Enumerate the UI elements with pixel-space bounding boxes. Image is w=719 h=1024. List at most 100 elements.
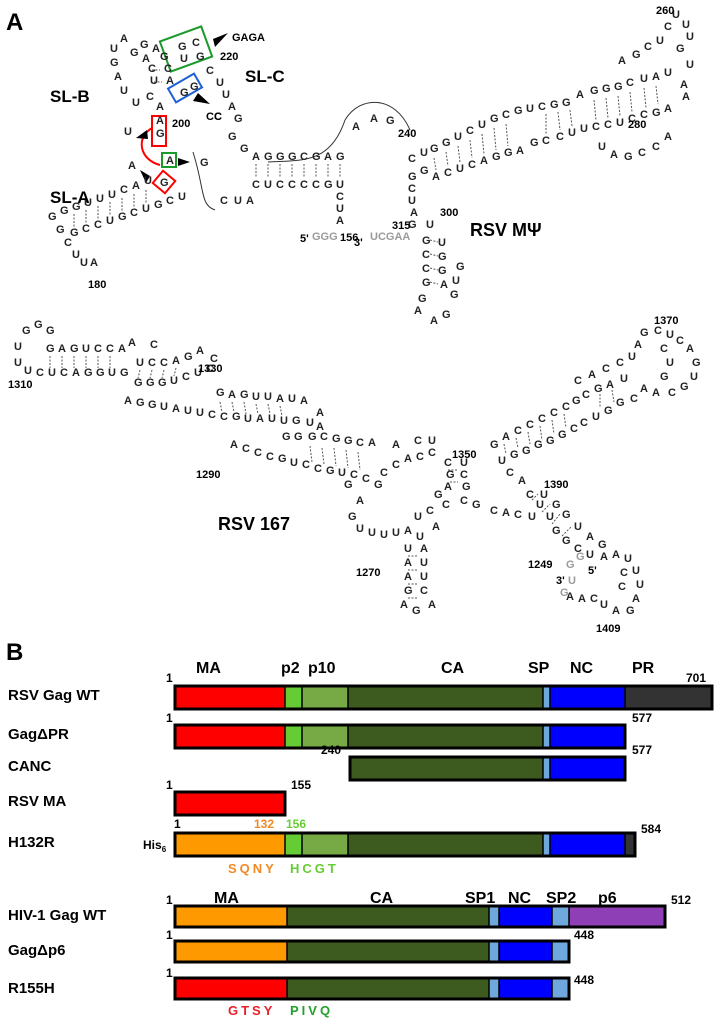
- bar-outline: [173, 976, 571, 1001]
- svg-text:G: G: [442, 309, 451, 321]
- svg-text:U: U: [108, 367, 116, 379]
- bar-outline: [348, 755, 627, 782]
- bar-outline: [173, 831, 637, 858]
- svg-text:U: U: [452, 275, 460, 287]
- svg-text:G: G: [680, 381, 689, 393]
- svg-text:U: U: [380, 529, 388, 541]
- svg-text:A: A: [156, 115, 164, 127]
- svg-text:A: A: [664, 131, 672, 143]
- svg-text:C: C: [320, 431, 328, 443]
- num-1350: 1350: [452, 449, 476, 461]
- svg-text:G: G: [70, 227, 79, 239]
- svg-text:G: G: [408, 219, 417, 231]
- svg-text:U: U: [178, 191, 186, 203]
- domain-sp: [543, 757, 550, 780]
- svg-text:G: G: [546, 435, 555, 447]
- end-position: 584: [641, 822, 661, 836]
- svg-text:G: G: [624, 151, 633, 163]
- svg-text:G: G: [418, 293, 427, 305]
- svg-text:C: C: [638, 147, 646, 159]
- svg-text:C: C: [592, 121, 600, 133]
- svg-text:U: U: [84, 197, 92, 209]
- svg-text:U: U: [14, 341, 22, 353]
- svg-text:C: C: [460, 495, 468, 507]
- svg-text:UCGAA: UCGAA: [370, 231, 410, 243]
- svg-text:C: C: [242, 443, 250, 455]
- svg-text:U: U: [420, 557, 428, 569]
- domain-sp2: [552, 941, 569, 962]
- domain-ca: [348, 686, 543, 709]
- num-1310: 1310: [8, 379, 32, 391]
- svg-text:C: C: [582, 389, 590, 401]
- construct-gag-dp6: GagΔp6 1 448: [8, 928, 594, 964]
- svg-text:A: A: [132, 180, 140, 192]
- svg-text:U: U: [454, 131, 462, 143]
- svg-text:G: G: [552, 525, 561, 537]
- start-position: 1: [166, 966, 173, 980]
- u-label: U: [124, 126, 132, 138]
- svg-text:A: A: [480, 155, 488, 167]
- svg-text:C: C: [506, 467, 514, 479]
- svg-text:U: U: [426, 219, 434, 231]
- domain-nc: [499, 978, 552, 999]
- start-position: 1: [166, 893, 173, 907]
- rsv-domain-header: MA p2 p10 CA SP NC PR: [196, 660, 655, 677]
- svg-text:U: U: [428, 435, 436, 447]
- domain-sp1: [489, 906, 499, 927]
- svg-text:C: C: [626, 77, 634, 89]
- svg-text:U: U: [456, 163, 464, 175]
- svg-text:G: G: [422, 277, 431, 289]
- svg-text:U: U: [672, 9, 680, 21]
- num-280: 280: [628, 119, 646, 131]
- domain-ca: [287, 941, 489, 962]
- backbone-link: [267, 119, 346, 163]
- junction-seq-left: GTSY: [228, 1003, 275, 1018]
- svg-text:C: C: [288, 179, 296, 191]
- svg-text:G: G: [408, 171, 417, 183]
- a-label: A: [128, 160, 136, 172]
- svg-text:C: C: [160, 357, 168, 369]
- domain-rsv-ma: [175, 978, 287, 999]
- svg-text:C: C: [444, 457, 452, 469]
- svg-text:U: U: [616, 117, 624, 129]
- header-ca: CA: [441, 660, 465, 677]
- end-position: 701: [686, 671, 706, 685]
- svg-text:U: U: [106, 215, 114, 227]
- domain-ca: [350, 757, 543, 780]
- svg-text:A: A: [404, 557, 412, 569]
- svg-text:C: C: [94, 343, 102, 355]
- domain-ma: [175, 686, 285, 709]
- svg-text:A: A: [612, 549, 620, 561]
- svg-text:G: G: [158, 377, 167, 389]
- svg-text:C: C: [538, 101, 546, 113]
- construct-canc: CANC 240 577: [8, 743, 652, 782]
- bar-outline: [173, 684, 714, 711]
- domain-p10: [302, 725, 348, 748]
- domain-nc: [550, 725, 625, 748]
- svg-text:A: A: [128, 337, 136, 349]
- svg-text:G: G: [604, 405, 613, 417]
- num-1290: 1290: [196, 469, 220, 481]
- construct-h132r: H132R 1 584 His6 132 156 SQNY HCGT: [8, 817, 661, 876]
- svg-text:G: G: [562, 509, 571, 521]
- svg-text:C: C: [542, 135, 550, 147]
- svg-text:G: G: [442, 137, 451, 149]
- bar-outline: [173, 790, 287, 817]
- svg-text:U: U: [666, 329, 674, 341]
- svg-text:G: G: [120, 367, 129, 379]
- svg-text:G: G: [344, 479, 353, 491]
- svg-text:A: A: [664, 103, 672, 115]
- svg-text:C: C: [220, 411, 228, 423]
- bar-outline: [173, 904, 667, 929]
- svg-text:C: C: [148, 357, 156, 369]
- svg-text:C: C: [526, 489, 534, 501]
- svg-text:A: A: [410, 207, 418, 219]
- svg-text:G: G: [534, 439, 543, 451]
- svg-text:G: G: [560, 587, 569, 599]
- backbone-link: [344, 101, 411, 131]
- svg-text:C: C: [422, 263, 430, 275]
